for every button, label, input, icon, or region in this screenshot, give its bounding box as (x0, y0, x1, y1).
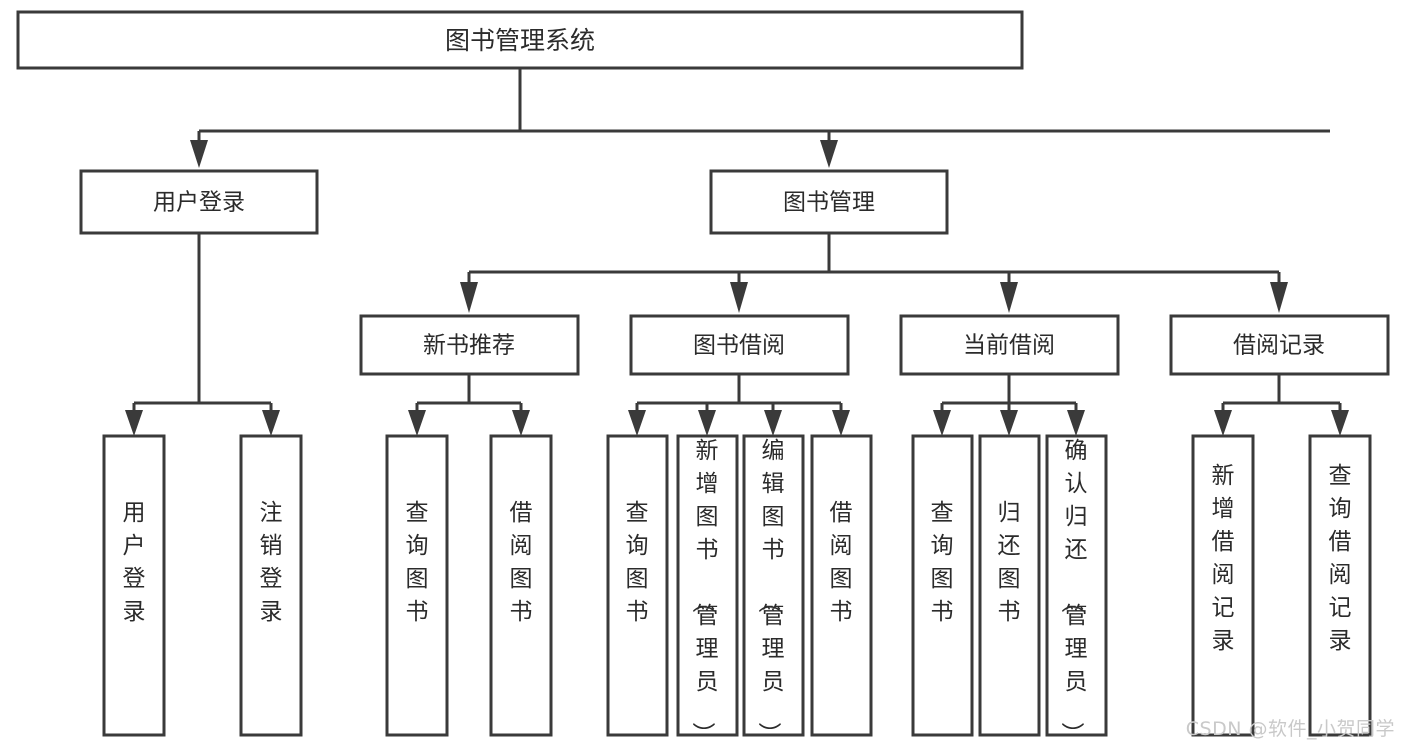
node-borrow-record-label: 借阅记录 (1233, 333, 1325, 359)
leaf-return-book-box[interactable] (978, 434, 1041, 737)
leaf-query-book-2-label: 查询图书 (626, 500, 649, 625)
node-new-book-recommend-box[interactable] (359, 314, 580, 376)
leaf-query-book-1[interactable]: 查询图书 (385, 434, 449, 737)
leaf-add-borrow-record-box[interactable] (1191, 434, 1255, 737)
connector-bookborrow-to-leaves (628, 374, 850, 436)
leaf-borrow-book-1-label: 借阅图书 (510, 500, 533, 625)
leaf-add-book-label: 新增图书（管理员） (690, 438, 719, 745)
arrow-down-icon (764, 410, 782, 436)
leaf-query-book-1-box[interactable] (385, 434, 449, 737)
leaf-logout[interactable]: 注销登录 (239, 434, 303, 737)
leaf-edit-book-label: 编辑图书（管理员） (756, 438, 785, 745)
leaf-query-book-2[interactable]: 查询图书 (606, 434, 669, 737)
arrow-down-icon (408, 410, 426, 436)
leaf-return-book[interactable]: 归还图书 (978, 434, 1041, 737)
leaf-user-login-box[interactable] (102, 434, 166, 737)
leaf-query-book-3-label: 查询图书 (931, 500, 954, 625)
leaf-query-book-1-label: 查询图书 (406, 500, 429, 625)
connector-root-to-level2 (190, 68, 1330, 168)
arrow-down-icon (1270, 282, 1288, 313)
leaf-logout-label: 注销登录 (260, 500, 283, 625)
arrow-down-icon (1067, 410, 1085, 436)
leaf-user-login[interactable]: 用户登录 (102, 434, 166, 737)
arrow-down-icon (262, 410, 280, 436)
leaf-borrow-book-1-box[interactable] (489, 434, 553, 737)
arrow-down-icon (933, 410, 951, 436)
arrow-down-icon (190, 140, 208, 168)
node-book-borrow[interactable]: 图书借阅 (629, 314, 850, 376)
node-book-manage-label: 图书管理 (783, 190, 875, 216)
arrow-down-icon (730, 282, 748, 313)
arrow-down-icon (832, 410, 850, 436)
connector-bookmanage-to-level3 (460, 233, 1288, 313)
node-book-borrow-label: 图书借阅 (693, 333, 785, 359)
leaf-borrow-book-2-label: 借阅图书 (830, 500, 853, 625)
leaf-user-login-label: 用户登录 (123, 500, 146, 625)
node-current-borrow[interactable]: 当前借阅 (899, 314, 1120, 376)
node-borrow-record[interactable]: 借阅记录 (1169, 314, 1390, 376)
node-new-book-recommend-label: 新书推荐 (423, 333, 515, 359)
leaf-confirm-return[interactable]: 确认归还（管理员） (1045, 434, 1108, 745)
arrow-down-icon (1214, 410, 1232, 436)
leaf-add-book-box[interactable] (676, 434, 739, 737)
arrow-down-icon (512, 410, 530, 436)
node-new-book-recommend[interactable]: 新书推荐 (359, 314, 580, 376)
connector-borrowrecord-to-leaves (1214, 374, 1349, 436)
node-user-login-box[interactable] (79, 169, 319, 235)
node-current-borrow-box[interactable] (899, 314, 1120, 376)
leaf-confirm-return-box[interactable] (1045, 434, 1108, 737)
leaf-confirm-return-label: 确认归还（管理员） (1059, 438, 1088, 745)
arrow-down-icon (1000, 410, 1018, 436)
leaf-borrow-book-2-box[interactable] (810, 434, 873, 737)
leaf-query-borrow-record[interactable]: 查询借阅记录 (1308, 434, 1372, 737)
leaf-query-borrow-record-box[interactable] (1308, 434, 1372, 737)
leaf-borrow-book-1[interactable]: 借阅图书 (489, 434, 553, 737)
leaf-add-borrow-record[interactable]: 新增借阅记录 (1191, 434, 1255, 737)
leaf-add-borrow-record-label: 新增借阅记录 (1212, 463, 1235, 654)
arrow-down-icon (1331, 410, 1349, 436)
node-user-login-label: 用户登录 (153, 190, 245, 216)
leaf-edit-book[interactable]: 编辑图书（管理员） (742, 434, 805, 745)
leaf-query-borrow-record-label: 查询借阅记录 (1329, 463, 1352, 654)
arrow-down-icon (1000, 282, 1018, 313)
connector-currentborrow-to-leaves (933, 374, 1085, 436)
connector-newbook-to-leaves (408, 374, 530, 436)
arrow-down-icon (628, 410, 646, 436)
leaf-return-book-label: 归还图书 (998, 500, 1021, 625)
leaf-borrow-book-2[interactable]: 借阅图书 (810, 434, 873, 737)
node-root[interactable]: 图书管理系统 (16, 10, 1024, 70)
leaf-add-book[interactable]: 新增图书（管理员） (676, 434, 739, 745)
node-root-box[interactable] (16, 10, 1024, 70)
leaf-query-book-3[interactable]: 查询图书 (911, 434, 974, 737)
node-root-label: 图书管理系统 (445, 26, 595, 55)
connector-userlogin-to-leaves (125, 233, 280, 436)
arrow-down-icon (460, 282, 478, 313)
node-user-login[interactable]: 用户登录 (79, 169, 319, 235)
leaf-edit-book-box[interactable] (742, 434, 805, 737)
arrow-down-icon (125, 410, 143, 436)
leaf-query-book-2-box[interactable] (606, 434, 669, 737)
arrow-down-icon (698, 410, 716, 436)
node-current-borrow-label: 当前借阅 (963, 333, 1055, 359)
arrow-down-icon (820, 140, 838, 168)
node-book-manage[interactable]: 图书管理 (709, 169, 949, 235)
leaf-logout-box[interactable] (239, 434, 303, 737)
leaf-query-book-3-box[interactable] (911, 434, 974, 737)
